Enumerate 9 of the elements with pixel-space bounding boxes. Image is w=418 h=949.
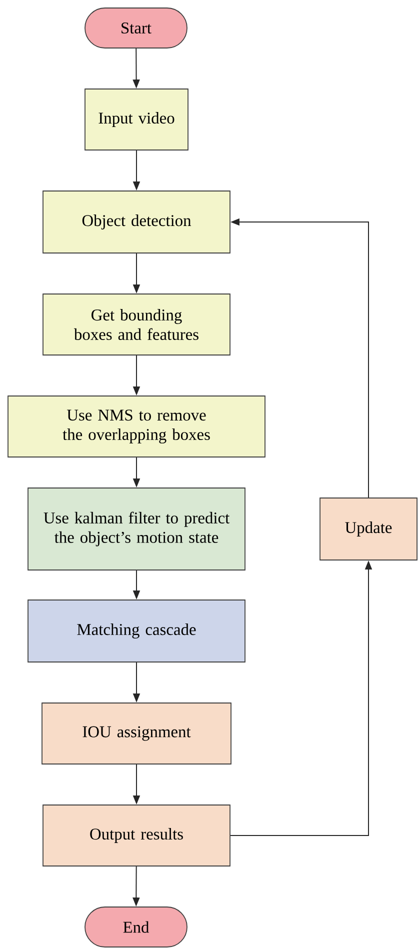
process-box: Input video — [84, 88, 188, 150]
process-box: Get bounding boxes and features — [42, 294, 230, 356]
process-box: Matching cascade — [28, 600, 246, 662]
process-box: Object detection — [42, 190, 230, 254]
process-box: IOU assignment — [42, 702, 232, 764]
process-box: Use NMS to remove the overlapping boxes — [8, 396, 266, 458]
process-box: Use kalman filter to predict the object’s motion state — [28, 488, 246, 570]
process-box: Output results — [42, 804, 230, 866]
process-box: Update — [320, 498, 418, 560]
